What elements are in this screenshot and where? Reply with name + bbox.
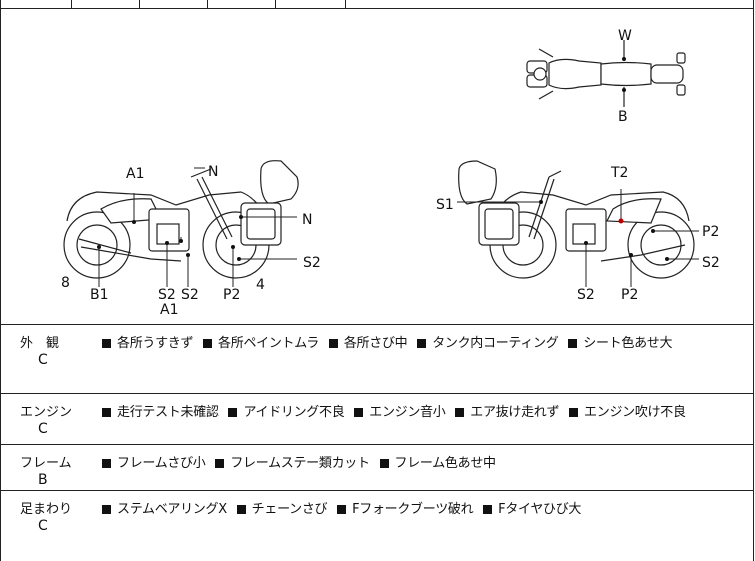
header-cell bbox=[139, 0, 208, 8]
label-left-s2-a: S2 bbox=[158, 287, 176, 303]
bullet-square-icon bbox=[102, 458, 111, 468]
label-left-s2-b: S2 bbox=[181, 287, 199, 303]
section-row-exterior: 外 観 C 各所うすきず 各所ペイントムラ 各所さび中 タンク内コーティング シ… bbox=[1, 325, 754, 394]
label-right-p2-bottom: P2 bbox=[621, 287, 638, 303]
label-right-p2-a: P2 bbox=[702, 224, 719, 240]
label-left-a1-bottom: A1 bbox=[160, 302, 178, 318]
section-items: 走行テスト未確認 アイドリング不良 エンジン音小 エア抜け走れず エンジン吹け不… bbox=[102, 401, 692, 420]
section-category: 足まわり bbox=[20, 502, 73, 517]
bullet-square-icon bbox=[417, 338, 427, 348]
section-items: フレームさび小 フレームステー類カット フレーム色あせ中 bbox=[102, 452, 502, 471]
label-right-s2-bottom: S2 bbox=[577, 287, 595, 303]
label-left-a1: A1 bbox=[126, 166, 144, 182]
left-side-damage-points bbox=[97, 215, 243, 261]
bullet-square-icon bbox=[569, 407, 579, 417]
right-side-damage-points bbox=[539, 200, 669, 261]
section-row-engine: エンジン C 走行テスト未確認 アイドリング不良 エンジン音小 エア抜け走れず … bbox=[1, 394, 754, 445]
right-side-leader-lines bbox=[457, 189, 699, 287]
label-right-s2-a: S2 bbox=[702, 255, 720, 271]
label-w: W bbox=[618, 28, 632, 44]
diagram-svg: W B bbox=[61, 28, 720, 318]
header-table-strip bbox=[1, 0, 754, 9]
label-b: B bbox=[618, 109, 628, 125]
section-item: シート色あせ大 bbox=[583, 336, 673, 351]
section-items: 各所うすきず 各所ペイントムラ 各所さび中 タンク内コーティング シート色あせ大 bbox=[102, 332, 678, 351]
section-category: フレーム bbox=[20, 456, 72, 471]
section-category: 外 観 bbox=[20, 336, 60, 351]
section-item: タンク内コーティング bbox=[432, 336, 559, 351]
section-item: Fタイヤひび大 bbox=[498, 502, 582, 517]
section-item: エンジン吹け不良 bbox=[584, 405, 686, 420]
label-left-n-side: N bbox=[302, 212, 312, 228]
bullet-square-icon bbox=[455, 407, 465, 417]
section-item: Fフォークブーツ破れ bbox=[352, 502, 474, 517]
bullet-square-icon bbox=[328, 338, 338, 348]
section-item: フレームさび小 bbox=[117, 456, 206, 471]
motorcycle-damage-diagram: W B bbox=[1, 9, 754, 325]
header-cell bbox=[207, 0, 276, 8]
bullet-square-icon bbox=[228, 407, 238, 417]
motorcycle-right-side-icon bbox=[458, 160, 695, 279]
header-cell bbox=[275, 0, 346, 8]
section-category: エンジン bbox=[20, 405, 73, 420]
motorcycle-top-view-icon bbox=[526, 40, 686, 107]
label-left-b1: B1 bbox=[90, 287, 109, 303]
bullet-square-icon bbox=[236, 504, 246, 514]
bullet-square-icon bbox=[337, 504, 347, 514]
section-item: エンジン音小 bbox=[369, 405, 446, 420]
damage-point-b bbox=[622, 88, 626, 92]
label-right-t2: T2 bbox=[610, 165, 628, 181]
label-left-n-top: N bbox=[208, 164, 218, 180]
section-item: ステムベアリングX bbox=[117, 502, 227, 517]
section-row-frame: フレーム B フレームさび小 フレームステー類カット フレーム色あせ中 bbox=[1, 445, 754, 491]
section-item: 各所さび中 bbox=[343, 336, 408, 351]
left-side-leader-lines bbox=[98, 167, 297, 287]
section-row-suspension: 足まわり C ステムベアリングX チェーンさび Fフォークブーツ破れ Fタイヤひ… bbox=[1, 491, 754, 561]
section-grade: B bbox=[38, 472, 48, 488]
bullet-square-icon bbox=[102, 407, 111, 417]
section-item: エア抜け走れず bbox=[470, 405, 560, 420]
section-item: 各所うすきず bbox=[117, 336, 194, 351]
bullet-square-icon bbox=[354, 407, 364, 417]
bullet-square-icon bbox=[483, 504, 493, 514]
bullet-square-icon bbox=[568, 338, 578, 348]
section-items: ステムベアリングX チェーンさび Fフォークブーツ破れ Fタイヤひび大 bbox=[102, 498, 587, 517]
label-right-s1: S1 bbox=[436, 197, 454, 213]
section-grade: C bbox=[38, 352, 48, 368]
label-left-4: 4 bbox=[256, 277, 265, 293]
label-left-s2-right: S2 bbox=[303, 255, 321, 271]
bullet-square-icon bbox=[102, 338, 111, 348]
label-left-p2: P2 bbox=[223, 287, 240, 303]
bullet-square-icon bbox=[215, 458, 225, 468]
section-grade: C bbox=[38, 421, 48, 437]
section-grade: C bbox=[38, 518, 48, 534]
section-item: フレームステー類カット bbox=[230, 456, 370, 471]
bullet-square-icon bbox=[203, 338, 213, 348]
label-left-8: 8 bbox=[61, 275, 70, 291]
header-cell bbox=[71, 0, 140, 8]
damage-point-w bbox=[622, 57, 626, 61]
section-item: 各所ペイントムラ bbox=[218, 336, 319, 351]
bullet-square-icon bbox=[102, 504, 111, 514]
section-item: アイドリング不良 bbox=[243, 405, 345, 420]
header-cell bbox=[1, 0, 72, 8]
bullet-square-icon bbox=[379, 458, 389, 468]
section-item: 走行テスト未確認 bbox=[117, 405, 219, 420]
section-item: チェーンさび bbox=[251, 502, 328, 517]
section-item: フレーム色あせ中 bbox=[394, 456, 497, 471]
